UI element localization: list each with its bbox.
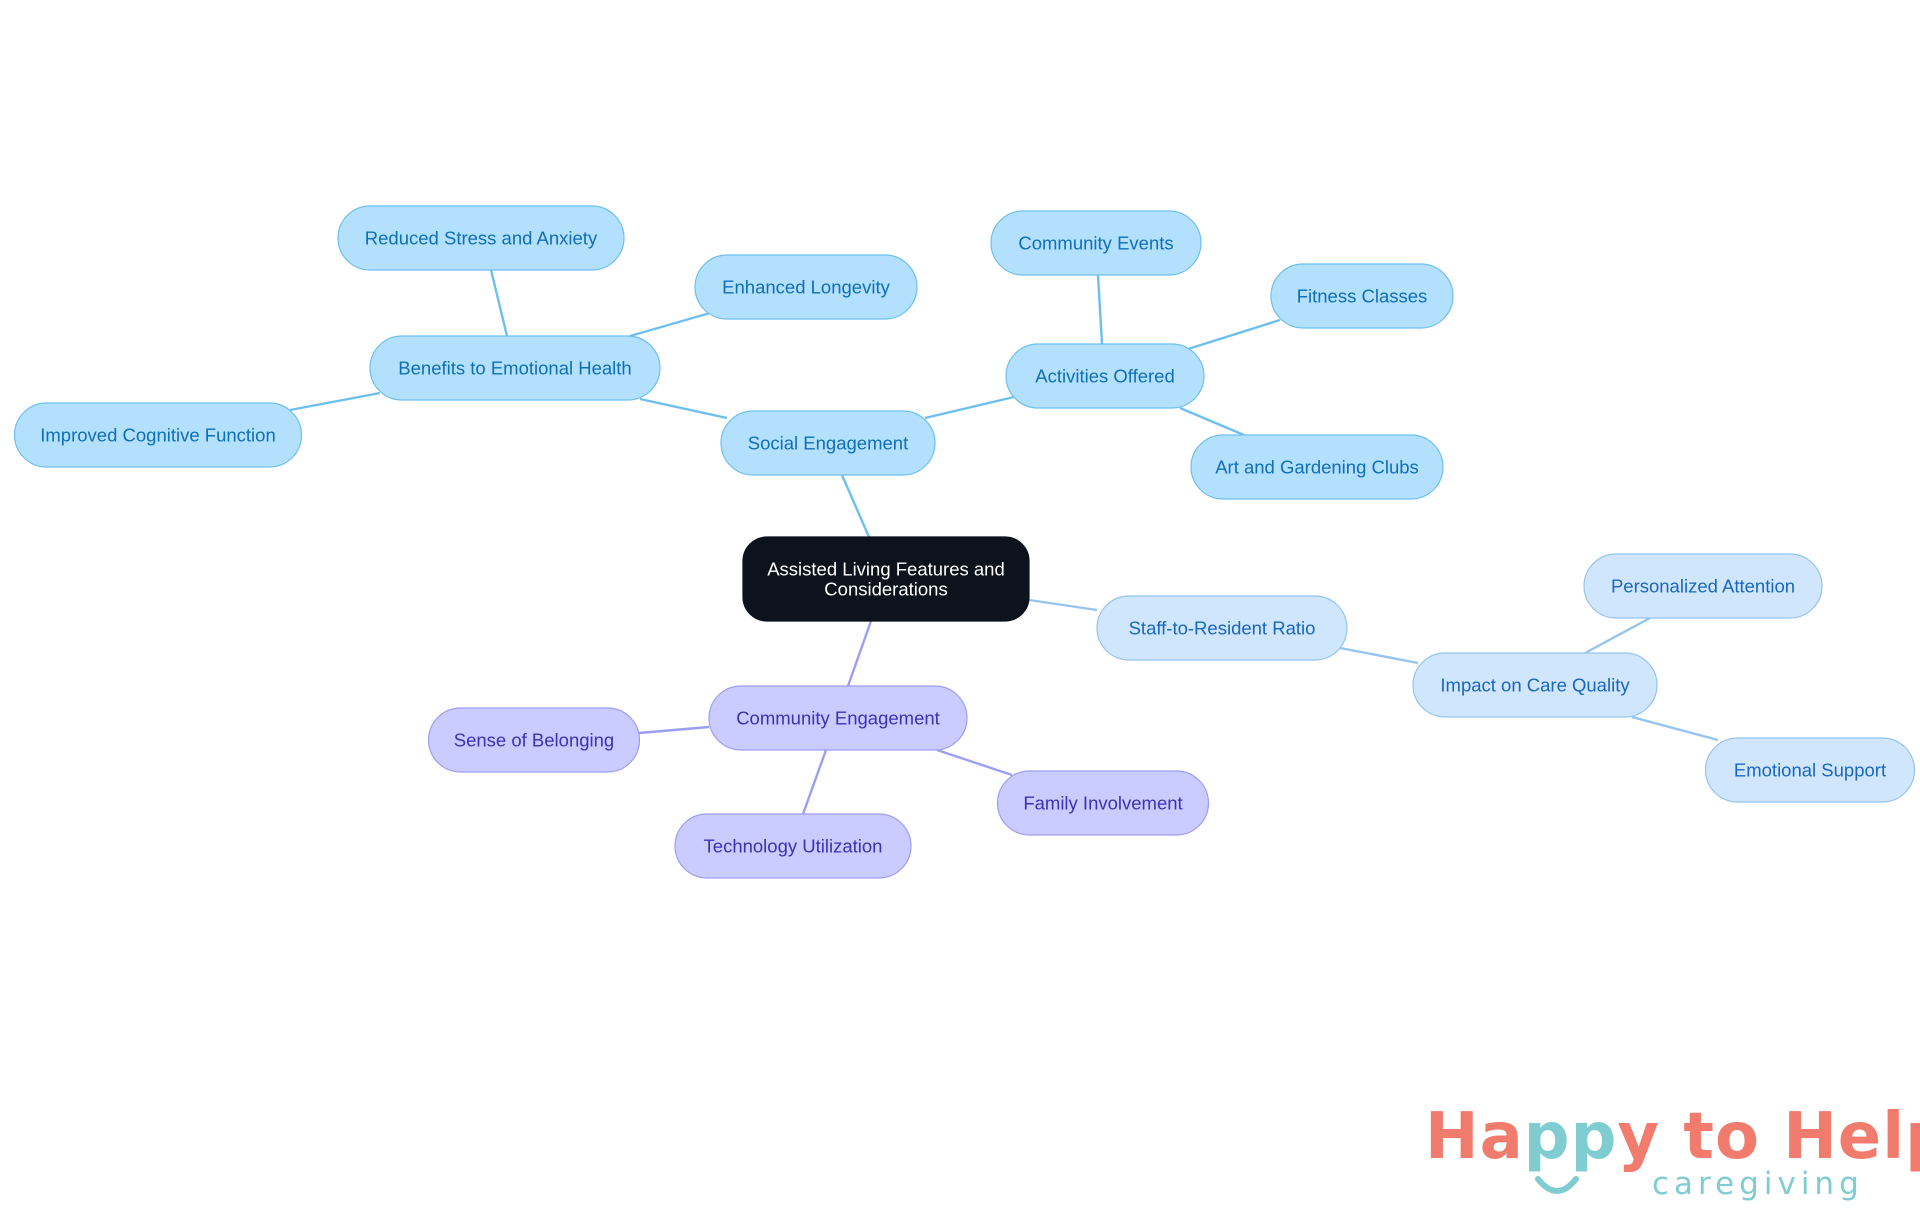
node-sense-of-belonging[interactable]: Sense of Belonging	[427, 707, 641, 773]
edge-benefits-cognitive	[289, 391, 381, 412]
node-box	[1270, 263, 1454, 329]
edge-activities-events	[1096, 274, 1104, 345]
edge-activities-art	[1179, 406, 1245, 437]
edge-social-benefits	[639, 397, 728, 420]
node-enhanced-longevity[interactable]: Enhanced Longevity	[694, 254, 918, 320]
node-personalized-attention[interactable]: Personalized Attention	[1583, 553, 1823, 619]
edge-root-community	[846, 620, 873, 687]
node-label: Social Engagement	[748, 433, 908, 454]
smile-icon	[1535, 1176, 1579, 1194]
edge-impact-personal	[1584, 616, 1651, 655]
node-label: Impact on Care Quality	[1440, 675, 1630, 696]
edge-staff-impact	[1339, 646, 1419, 665]
node-box	[996, 770, 1210, 836]
node-box	[1005, 343, 1205, 409]
node-label: Enhanced Longevity	[722, 277, 890, 298]
node-box	[1412, 652, 1658, 718]
node-label: Art and Gardening Clubs	[1215, 457, 1419, 478]
node-box	[1583, 553, 1823, 619]
edge-community-belonging	[638, 725, 710, 735]
node-label: Family Involvement	[1023, 793, 1182, 814]
edge-root-social	[840, 474, 871, 538]
node-box	[742, 536, 1030, 622]
edge-benefits-longevity	[629, 311, 711, 338]
node-label: Fitness Classes	[1297, 286, 1428, 307]
node-emotional-support[interactable]: Emotional Support	[1704, 737, 1916, 803]
node-community-engagement[interactable]: Community Engagement	[708, 685, 968, 751]
happy-to-help-logo: Happy to Help caregiving	[1425, 1105, 1920, 1210]
node-box	[1190, 434, 1444, 500]
logo-wordmark: Happy to Help	[1425, 1100, 1920, 1174]
node-box	[369, 335, 661, 401]
edge-benefits-reduced	[489, 269, 509, 337]
node-box	[1704, 737, 1916, 803]
node-label: Staff-to-Resident Ratio	[1129, 618, 1316, 639]
node-box	[1096, 595, 1348, 661]
node-activities-offered[interactable]: Activities Offered	[1005, 343, 1205, 409]
node-box	[720, 410, 936, 476]
node-label: Personalized Attention	[1611, 576, 1795, 597]
node-label: Technology Utilization	[704, 836, 883, 857]
node-impact-on-care-quality[interactable]: Impact on Care Quality	[1412, 652, 1658, 718]
edge-social-activities	[924, 395, 1015, 420]
node-community-events[interactable]: Community Events	[990, 210, 1202, 276]
node-label: Community Events	[1018, 233, 1173, 254]
node-label: Community Engagement	[736, 708, 940, 729]
node-art-gardening-clubs[interactable]: Art and Gardening Clubs	[1190, 434, 1444, 500]
node-family-involvement[interactable]: Family Involvement	[996, 770, 1210, 836]
node-box	[990, 210, 1202, 276]
node-label: Considerations	[824, 579, 947, 600]
edge-root-staff	[1028, 598, 1098, 612]
node-benefits-emotional-health[interactable]: Benefits to Emotional Health	[369, 335, 661, 401]
node-improved-cognitive-function[interactable]: Improved Cognitive Function	[13, 402, 303, 468]
edge-activities-fitness	[1187, 318, 1281, 351]
node-label: Reduced Stress and Anxiety	[365, 228, 598, 249]
node-reduced-stress[interactable]: Reduced Stress and Anxiety	[337, 205, 625, 271]
logo-tagline: caregiving	[1652, 1166, 1864, 1202]
node-label: Assisted Living Features and	[767, 559, 1005, 580]
node-label: Sense of Belonging	[454, 730, 614, 751]
connector-lines	[289, 269, 1719, 815]
node-box	[694, 254, 918, 320]
mind-map-nodes: Assisted Living Features andConsideratio…	[13, 205, 1916, 879]
node-label: Emotional Support	[1734, 760, 1886, 781]
edge-community-tech	[801, 749, 828, 815]
node-staff-to-resident-ratio[interactable]: Staff-to-Resident Ratio	[1096, 595, 1348, 661]
node-technology-utilization[interactable]: Technology Utilization	[674, 813, 912, 879]
node-label: Improved Cognitive Function	[40, 425, 275, 446]
node-box	[674, 813, 912, 879]
edge-community-family	[936, 748, 1013, 777]
node-box	[427, 707, 641, 773]
node-fitness-classes[interactable]: Fitness Classes	[1270, 263, 1454, 329]
node-label: Activities Offered	[1035, 366, 1175, 387]
node-social-engagement[interactable]: Social Engagement	[720, 410, 936, 476]
node-label: Benefits to Emotional Health	[398, 358, 631, 379]
root-node[interactable]: Assisted Living Features andConsideratio…	[742, 536, 1030, 622]
node-box	[13, 402, 303, 468]
edge-impact-emotional	[1631, 715, 1719, 742]
node-box	[708, 685, 968, 751]
node-box	[337, 205, 625, 271]
